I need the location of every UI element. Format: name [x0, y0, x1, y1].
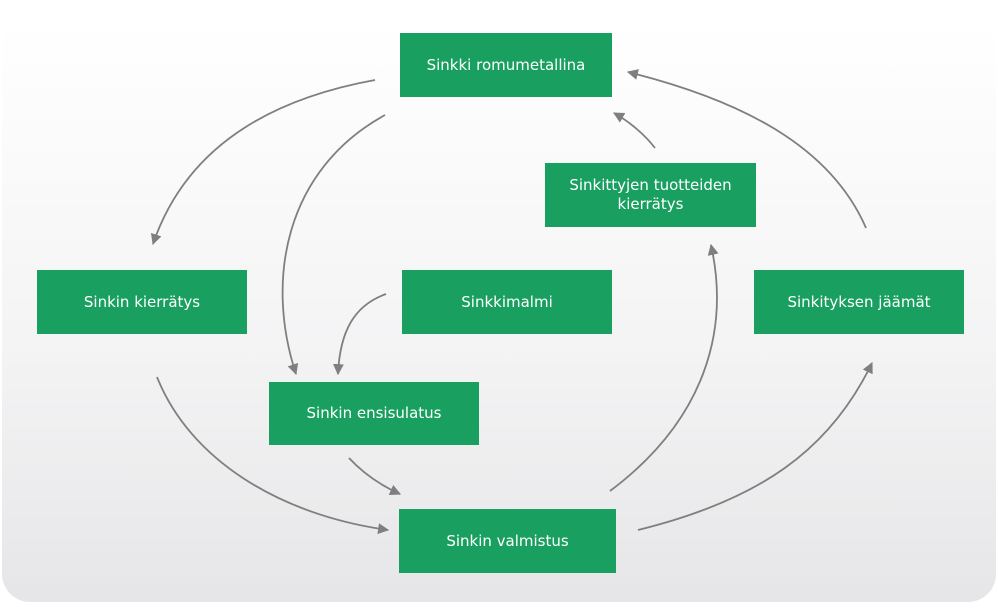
arrow-ore-to-primary-smelting	[332, 293, 387, 376]
arrow-manufacturing-to-residues	[637, 362, 873, 531]
node-recycling: Sinkin kierrätys	[37, 270, 247, 334]
arrow-scrap-to-primary-smelting	[281, 114, 386, 376]
node-scrap: Sinkki romumetallina	[400, 33, 612, 97]
node-manufacturing: Sinkin valmistus	[399, 509, 616, 573]
arrow-recycling-to-manufacturing	[156, 376, 390, 535]
node-primary-smelting: Sinkin ensisulatus	[269, 382, 479, 445]
arrow-coated-recycling-to-scrap	[613, 112, 656, 149]
arrow-scrap-to-recycling	[150, 79, 376, 246]
arrow-manufacturing-to-coated-recycling	[609, 243, 719, 492]
node-coated-recycling: Sinkittyjen tuotteiden kierrätys	[545, 163, 756, 227]
node-ore: Sinkkimalmi	[402, 270, 612, 334]
arrow-primary-smelting-to-manufacturing	[348, 457, 402, 495]
arrow-residues-to-scrap	[626, 69, 867, 229]
node-residues: Sinkityksen jäämät	[754, 270, 964, 334]
